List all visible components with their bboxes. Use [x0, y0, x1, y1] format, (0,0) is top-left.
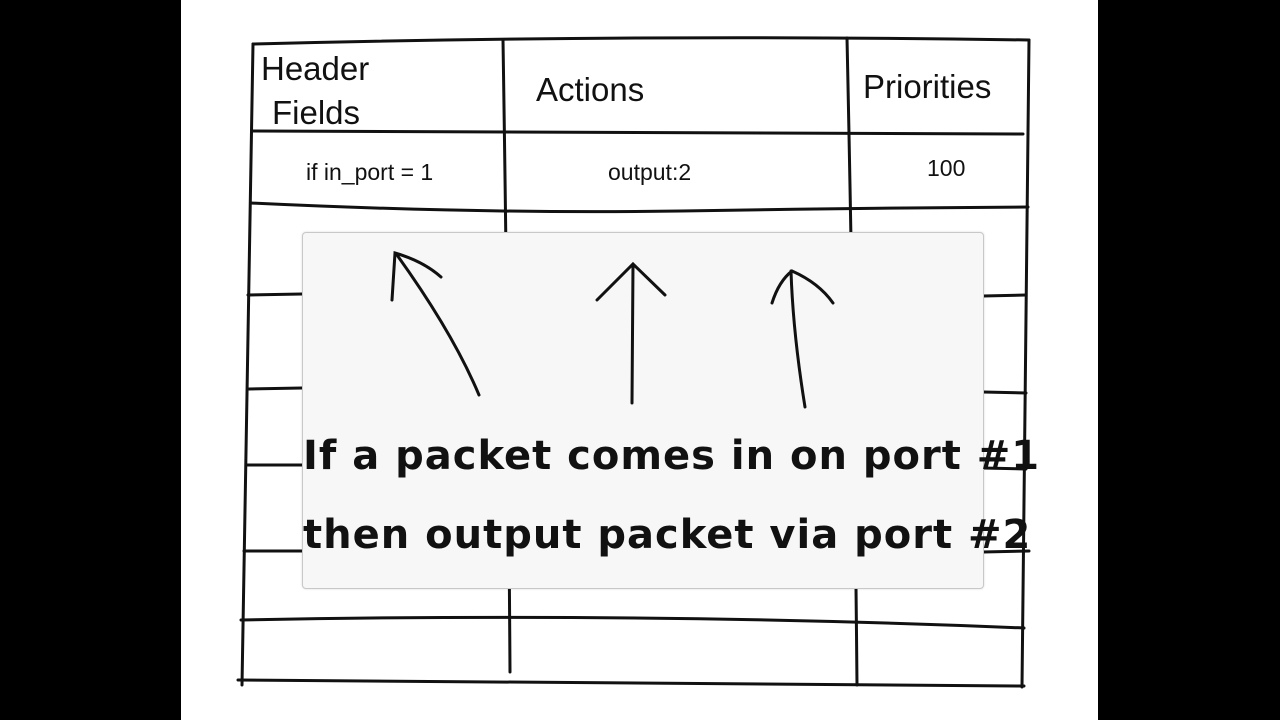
actions-header: Actions [536, 71, 645, 108]
slide: Header Fields Actions Priorities if in_p… [181, 0, 1098, 720]
arrow-to-actions-icon [595, 261, 667, 405]
table-left-border [240, 42, 255, 687]
row-separator-3 [247, 386, 304, 391]
table-top-border [251, 36, 1031, 46]
row-separator-2b [981, 293, 1028, 298]
header-fields-label-line2: Fields [272, 94, 361, 131]
explanation-line-1: If a packet comes in on port #1 [303, 433, 1041, 479]
match-cell: if in_port = 1 [306, 159, 434, 185]
header-fields-label-line1: Header [261, 50, 370, 87]
table-bottom-border [236, 678, 1026, 688]
arrow-to-header-fields-icon [390, 251, 481, 397]
action-cell: output:2 [608, 159, 692, 185]
explanation-line-2: then output packet via port #2 [303, 512, 1032, 558]
priority-cell: 100 [927, 155, 966, 181]
row-separator-3b [981, 390, 1028, 395]
row-separator-1 [249, 201, 1030, 214]
explanation-callout: If a packet comes in on port #1 then out… [302, 232, 1041, 589]
priorities-header: Priorities [863, 68, 992, 105]
table-right-border [1020, 38, 1031, 689]
row-separator-2 [246, 292, 304, 297]
arrow-to-priorities-icon [770, 269, 835, 409]
row-separator-5b [981, 549, 1031, 554]
arrows-group [390, 251, 835, 409]
row-separator-6 [239, 615, 1026, 630]
row-separator-4b [981, 466, 1028, 471]
header-separator [251, 129, 1025, 136]
